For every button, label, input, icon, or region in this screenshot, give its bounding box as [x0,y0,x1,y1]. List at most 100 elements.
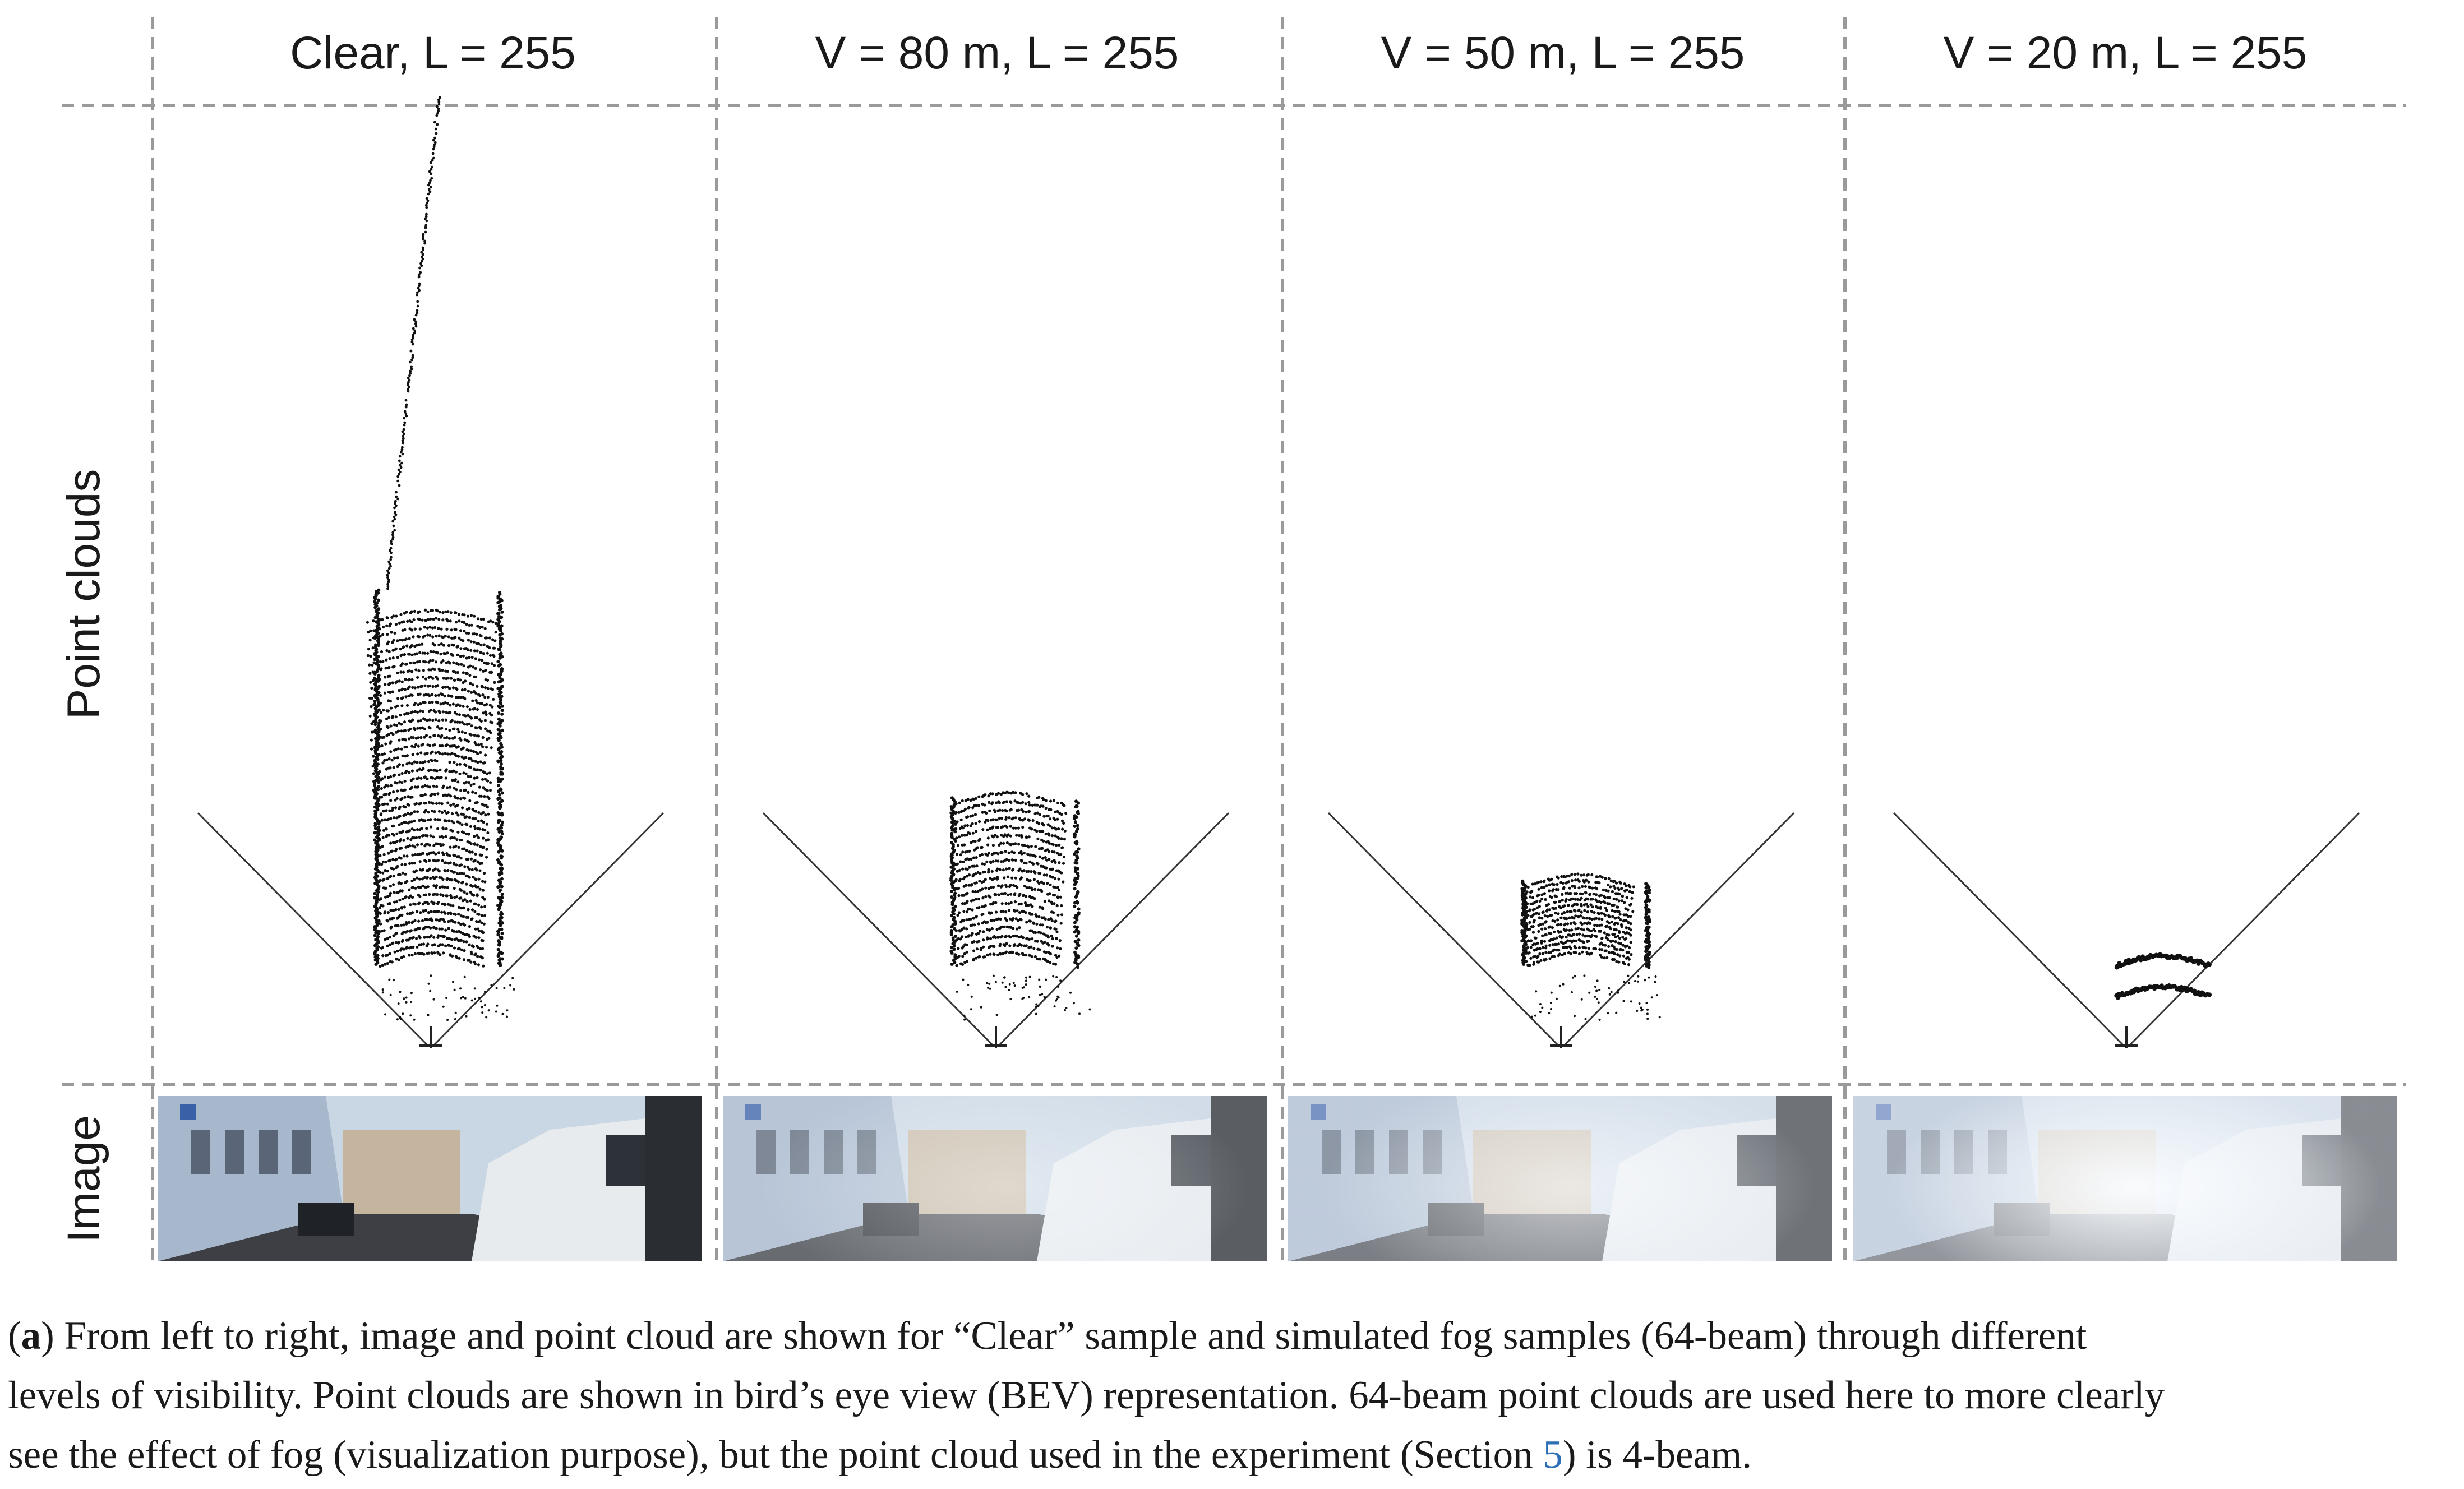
lidar-point [1046,823,1050,826]
column-header-clear: Clear, L = 255 [290,27,576,78]
lidar-point [958,877,962,881]
lidar-point [1033,871,1037,875]
lidar-point [385,809,388,812]
lidar-point [394,502,396,505]
lidar-point [449,611,453,614]
lidar-point [1053,818,1056,821]
lidar-point [419,911,422,914]
lidar-point [418,860,422,863]
lidar-point [400,947,403,951]
lidar-point [500,610,504,614]
lidar-point [982,930,985,933]
lidar-point [1572,939,1575,942]
lidar-point [491,621,495,624]
lidar-point [1629,928,1632,932]
lidar-point [428,718,431,722]
lidar-point [456,645,460,648]
lidar-point [1627,915,1630,918]
lidar-point [467,632,470,635]
lidar-point [399,670,403,674]
lidar-point [1004,950,1008,954]
lidar-point [431,919,434,922]
lidar-point [395,832,399,835]
lidar-point [986,982,989,984]
lidar-point [498,608,501,612]
lidar-point [401,764,405,767]
lidar-point [490,746,493,750]
lidar-point [497,861,501,864]
lidar-point [441,827,445,831]
lidar-point [1054,861,1057,864]
lidar-point [388,562,391,566]
lidar-point [426,936,429,939]
lidar-point [1058,954,1061,958]
lidar-point [424,808,428,812]
lidar-point [387,567,391,570]
lidar-point [970,995,973,998]
lidar-point [381,991,384,994]
lidar-point [1524,960,1528,963]
lidar-point [1074,815,1078,819]
lidar-point [389,766,392,770]
lidar-point [404,678,407,681]
lidar-point [1535,990,1538,993]
lidar-point [952,915,956,919]
lidar-point [447,927,450,930]
lidar-point [476,768,479,771]
lidar-point [1010,850,1014,854]
lidar-point [485,822,489,826]
lidar-point [1567,904,1570,907]
lidar-point [499,698,503,702]
lidar-point [965,910,969,914]
lidar-point [1039,958,1042,961]
lidar-point [1049,926,1053,930]
lidar-point [1073,820,1077,824]
lidar-point [1648,888,1651,892]
lidar-point [373,782,377,785]
lidar-point [486,831,490,835]
lidar-point [389,565,392,568]
lidar-point [1036,957,1039,961]
lidar-point [481,736,485,739]
lidar-point [455,930,458,933]
lidar-point [440,910,444,914]
lidar-point [453,736,456,739]
lidar-point [488,636,492,640]
lidar-point [402,434,405,438]
lidar-point [990,911,993,914]
lidar-point [416,300,419,303]
lidar-point [430,934,433,937]
lidar-point [470,999,473,1002]
lidar-point [482,821,485,824]
lidar-point [1062,880,1065,884]
lidar-point [1557,912,1560,915]
lidar-point [1570,879,1574,882]
lidar-point [432,910,436,913]
section-link[interactable]: 5 [1543,1433,1563,1477]
lidar-point [498,819,502,822]
lidar-point [981,887,984,891]
lidar-point [404,821,408,824]
lidar-point [991,801,994,804]
lidar-point [376,617,380,621]
lidar-point [435,785,439,788]
lidar-point [1540,886,1543,889]
lidar-point [405,930,409,933]
lidar-point [1586,952,1589,955]
lidar-point [1028,860,1032,863]
lidar-point [1041,993,1044,996]
lidar-point [1054,827,1058,831]
lidar-point [991,818,995,821]
lidar-point [1544,898,1547,901]
lidar-point [1020,852,1023,856]
lidar-point [484,710,487,714]
lidar-point [395,614,398,618]
lidar-point [372,755,375,758]
lidar-point [478,887,482,891]
lidar-point [446,1019,449,1021]
lidar-point [406,912,409,915]
lidar-point [1531,931,1535,934]
lidar-point [1555,936,1558,940]
lidar-point [1057,827,1060,831]
lidar-point [1055,869,1059,872]
